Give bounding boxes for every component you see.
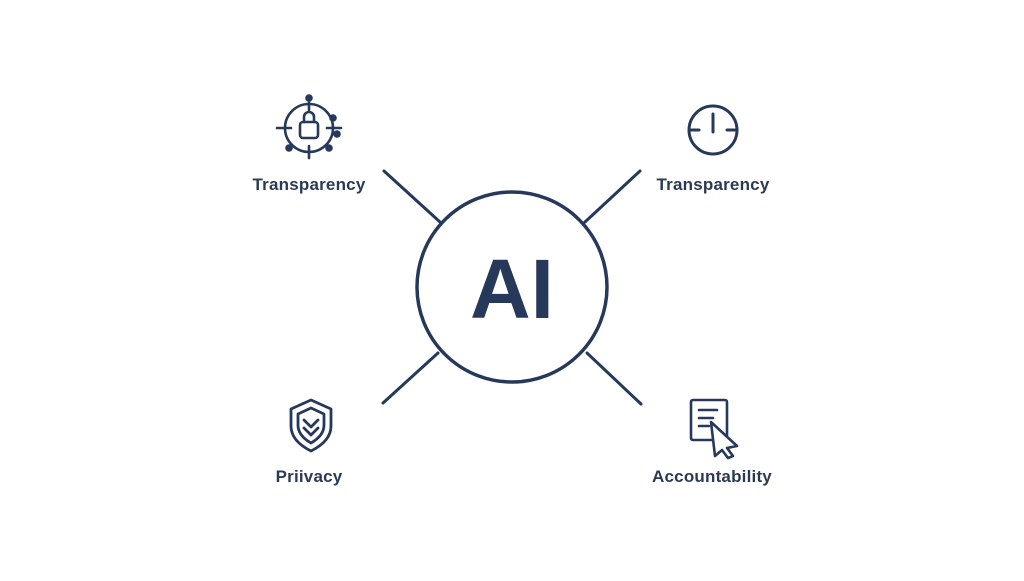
center-label: AI (470, 242, 554, 336)
clock-icon (687, 104, 739, 156)
node-label-bottom-right: Accountability (652, 467, 772, 486)
node-label-bottom-left: Priivacy (275, 467, 343, 486)
node-label-top-right: Transparency (656, 175, 770, 194)
connector-top-left (382, 169, 442, 224)
connector-bottom-right (585, 351, 643, 406)
connector-bottom-left (381, 351, 440, 405)
shield-icon (289, 398, 333, 453)
center-circle (415, 190, 609, 384)
gear-check-icon (275, 94, 343, 160)
node-label-top-left: Transparency (252, 175, 366, 194)
document-cursor-icon (689, 398, 739, 460)
connector-top-right (583, 169, 642, 224)
